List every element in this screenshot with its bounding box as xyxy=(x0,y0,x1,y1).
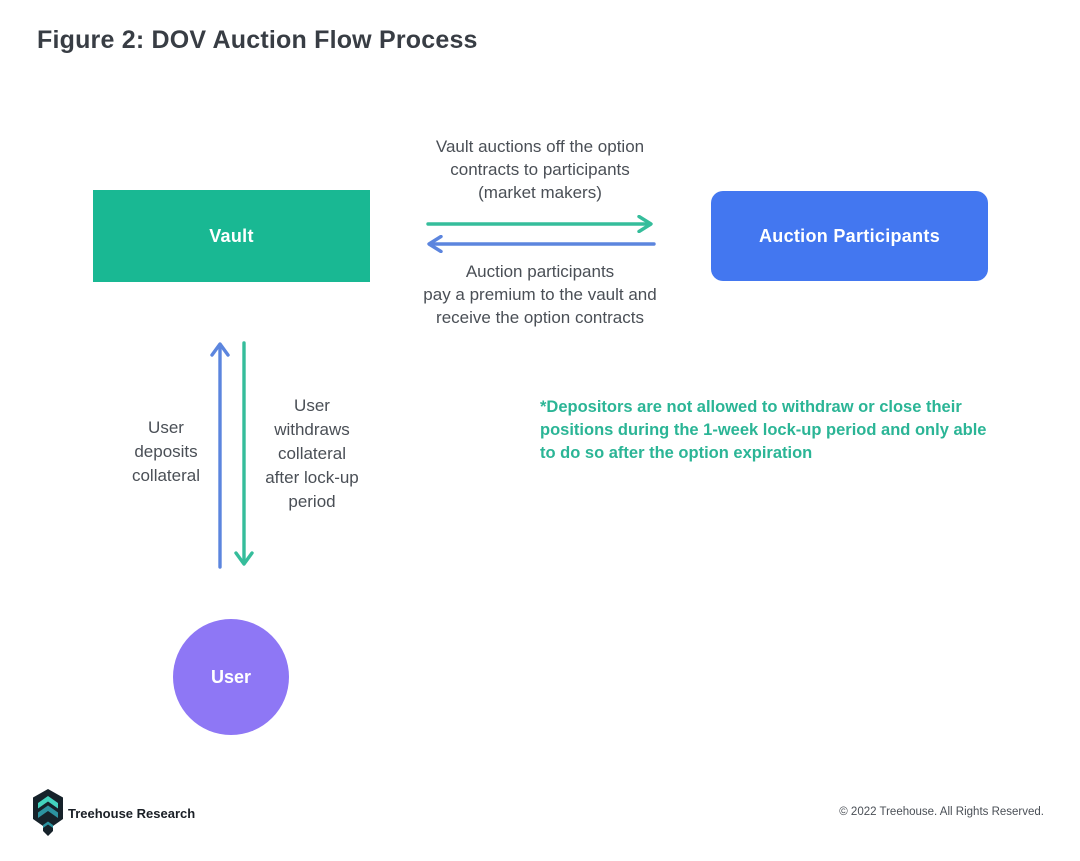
premium-caption: Auction participants pay a premium to th… xyxy=(423,262,657,327)
green-right-arrow-icon xyxy=(426,215,653,233)
vault-box: Vault xyxy=(93,190,370,282)
blue-up-arrow-icon xyxy=(210,342,230,569)
vault-auction-caption: Vault auctions off the option contracts … xyxy=(435,137,645,202)
user-label: User xyxy=(210,666,252,687)
lockup-note: *Depositors are not allowed to withdraw … xyxy=(540,398,987,462)
auction-participants-label: Auction Participants xyxy=(758,225,941,246)
treehouse-logo-icon xyxy=(33,789,63,836)
withdraw-caption: User withdraws collateral after lock-up … xyxy=(265,396,359,511)
deposit-caption: User deposits collateral xyxy=(131,418,201,485)
footer-brand: Treehouse Research xyxy=(68,806,196,821)
footer-copyright: © 2022 Treehouse. All Rights Reserved. xyxy=(839,806,1044,818)
user-circle: User xyxy=(173,619,289,735)
auction-participants-box: Auction Participants xyxy=(711,191,988,281)
green-down-arrow-icon xyxy=(234,341,254,566)
blue-left-arrow-icon xyxy=(427,235,656,253)
vault-label: Vault xyxy=(209,225,254,246)
figure-title: Figure 2: DOV Auction Flow Process xyxy=(37,26,478,54)
